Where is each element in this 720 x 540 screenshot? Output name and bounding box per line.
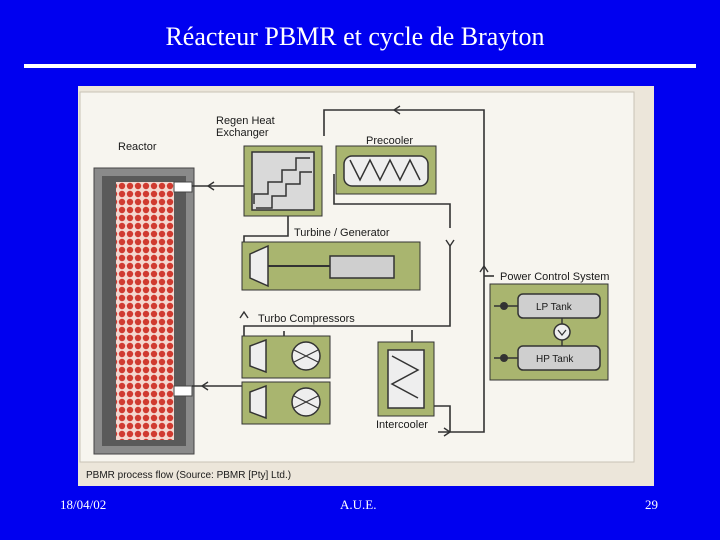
reactor-vessel bbox=[93, 167, 195, 455]
precooler bbox=[335, 145, 437, 195]
regen-heat-exchanger bbox=[243, 145, 323, 217]
flow-arrows bbox=[200, 105, 489, 437]
pbmr-process-flow-figure: Reactor Regen Heat Exchanger Precooler T… bbox=[78, 86, 654, 486]
footer-page-number: 29 bbox=[645, 497, 658, 512]
label-turbo-compressors: Turbo Compressors bbox=[258, 313, 355, 325]
label-regen-heat-exchanger-line1: Regen Heat bbox=[216, 115, 275, 127]
slide-title: Réacteur PBMR et cycle de Brayton bbox=[165, 22, 545, 51]
footer-center-text: A.U.E. bbox=[340, 497, 377, 512]
intercooler bbox=[377, 341, 435, 417]
label-precooler: Precooler bbox=[366, 135, 413, 147]
label-lp-tank: LP Tank bbox=[536, 302, 573, 313]
pbmr-diagram: Reactor Regen Heat Exchanger Precooler T… bbox=[78, 86, 654, 486]
turbine-generator bbox=[241, 241, 421, 291]
title-divider bbox=[24, 64, 696, 68]
label-intercooler: Intercooler bbox=[376, 419, 428, 431]
turbo-compressor-upper bbox=[241, 335, 331, 379]
label-power-control-system: Power Control System bbox=[500, 271, 609, 283]
turbo-compressor-lower bbox=[241, 381, 331, 425]
reactor-core-pebbles bbox=[116, 182, 174, 440]
label-turbine-generator: Turbine / Generator bbox=[294, 227, 390, 239]
pump-icon bbox=[553, 323, 571, 341]
power-control-panel bbox=[489, 283, 609, 381]
figure-caption: PBMR process flow (Source: PBMR [Pty] Lt… bbox=[86, 470, 291, 481]
label-reactor: Reactor bbox=[118, 141, 157, 153]
label-hp-tank: HP Tank bbox=[536, 354, 574, 365]
label-regen-heat-exchanger-line2: Exchanger bbox=[216, 127, 269, 139]
footer-date: 18/04/02 bbox=[60, 497, 107, 512]
